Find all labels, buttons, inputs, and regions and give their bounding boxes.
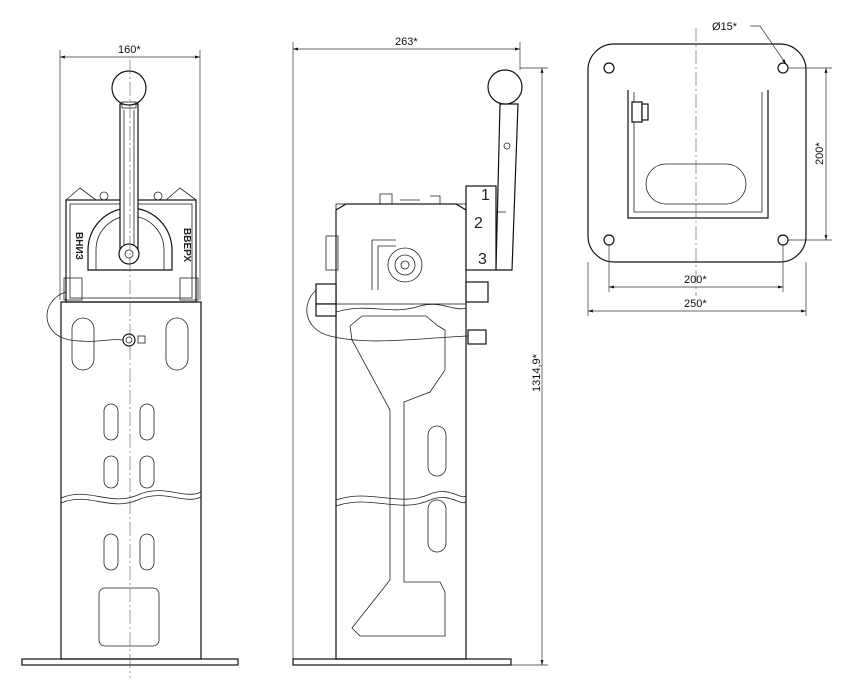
position-3-label: 3: [478, 251, 487, 268]
side-cover-left: [325, 235, 339, 271]
side-nut-lower: [467, 329, 487, 345]
mounting-hole: [603, 234, 615, 246]
flange-width-label: 250*: [684, 298, 707, 310]
flange-view: Ø15* 200* 200* 250*: [587, 21, 832, 316]
front-slot-right: [165, 317, 189, 371]
height-label: 1314,9*: [531, 353, 543, 392]
front-slot: [139, 403, 155, 441]
u-bracket: [627, 90, 769, 219]
mounting-hole: [777, 234, 789, 246]
front-bolt: [122, 333, 136, 347]
flange-vertical-label: 200*: [814, 142, 826, 165]
flange-horizontal-label: 200*: [684, 274, 707, 286]
mounting-hole: [777, 62, 789, 74]
side-inner-profile: [349, 315, 446, 637]
front-slot: [103, 533, 119, 571]
front-view: 160* ВНИЗ ВВЕРХ: [21, 44, 239, 678]
hole-diameter-label: Ø15*: [712, 21, 738, 33]
front-slot: [103, 403, 119, 441]
front-lever-pivot: [118, 243, 140, 265]
side-lever-arm: [495, 103, 519, 271]
front-slot: [139, 455, 155, 489]
position-plate: [465, 185, 497, 271]
front-width-label: 160*: [118, 44, 141, 56]
front-lower-window: [98, 587, 160, 647]
front-slot-left: [71, 317, 95, 371]
up-label: ВВЕРХ: [181, 228, 192, 262]
side-lever-knob: [487, 69, 523, 105]
front-lever-knob: [111, 70, 147, 106]
front-nut-left: [63, 277, 83, 301]
flange-bolt: [631, 101, 643, 123]
side-nut-left: [315, 283, 337, 305]
position-1-label: 1: [481, 187, 490, 204]
front-column: [60, 301, 202, 660]
front-slot: [103, 455, 119, 489]
front-cable: [46, 291, 124, 342]
mounting-hole: [603, 62, 615, 74]
flange-plate: [587, 43, 807, 263]
hole-diameter-leader: [750, 25, 787, 65]
brand-logo: [371, 239, 423, 290]
side-column: [335, 232, 467, 660]
side-slot: [427, 499, 447, 553]
front-break-line: [60, 490, 202, 500]
side-nut-right: [465, 281, 489, 303]
side-width-label: 263*: [395, 36, 418, 48]
front-slot: [139, 533, 155, 571]
side-base-plate: [292, 658, 512, 666]
side-view: 263* 1314,9*: [292, 36, 548, 666]
side-slot: [427, 425, 447, 477]
side-head-housing: [335, 203, 467, 232]
down-label: ВНИЗ: [73, 232, 84, 260]
side-cable: [306, 289, 469, 342]
side-break-line: [335, 491, 467, 501]
position-2-label: 2: [474, 215, 483, 232]
front-lever-arm: [119, 103, 139, 255]
front-nut-right: [179, 277, 199, 301]
